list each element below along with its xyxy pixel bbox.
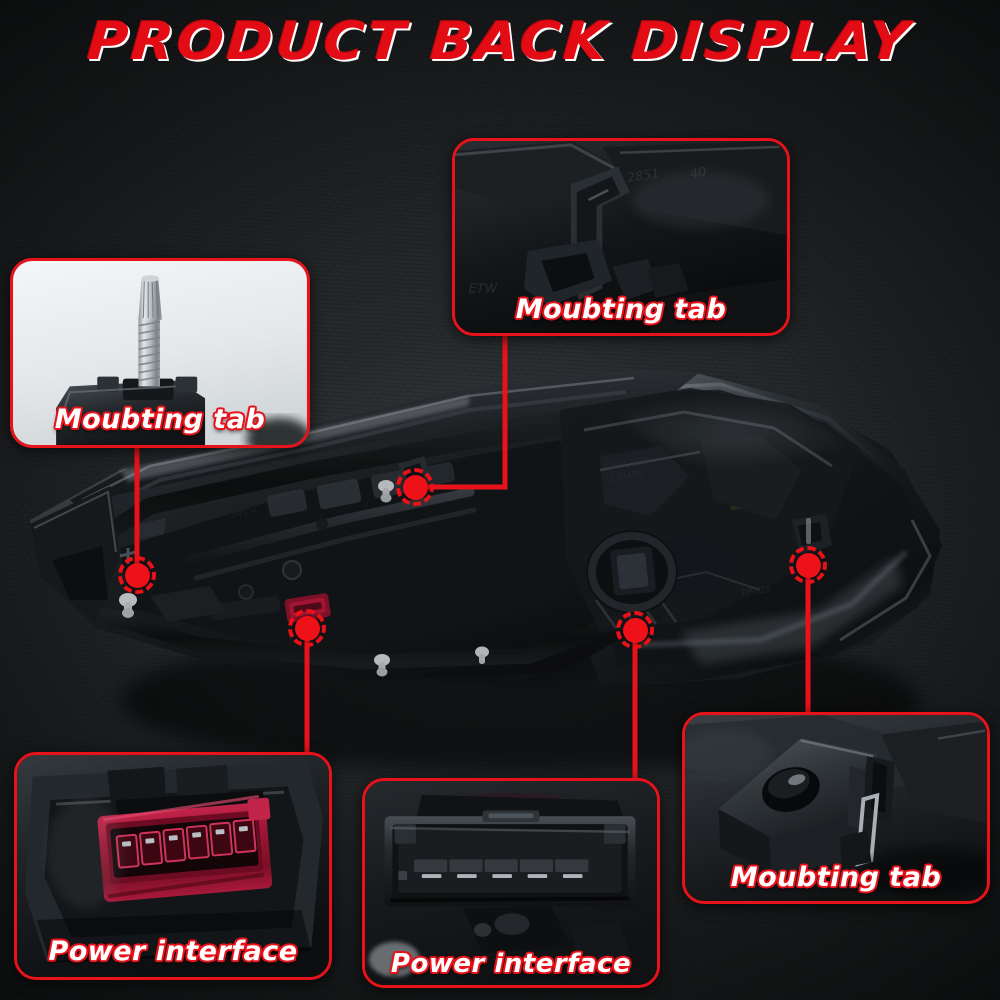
callout-power-interface-mid[interactable]: Power interface (362, 778, 660, 988)
marker-tab-right[interactable] (787, 544, 829, 586)
callout-caption: Moubting tab (515, 294, 727, 325)
marker-bolt[interactable] (116, 554, 158, 596)
marker-power-mid[interactable] (614, 609, 656, 651)
marker-power-left[interactable] (286, 607, 328, 649)
callout-power-interface-left[interactable]: Power interface (14, 752, 332, 980)
page-title-area: PRODUCT BACK DISPLAY (0, 12, 1000, 72)
marker-dot (124, 562, 150, 588)
callout-caption: Power interface (48, 936, 298, 967)
callout-caption: Moubting tab (730, 862, 942, 893)
marker-dot (402, 474, 428, 500)
marker-dot (795, 552, 821, 578)
marker-dot (622, 617, 648, 643)
page-title: PRODUCT BACK DISPLAY (85, 12, 915, 72)
callout-mounting-bolt[interactable]: Moubting tab (10, 258, 310, 448)
callout-caption: Moubting tab (54, 404, 266, 435)
callout-mounting-tab-right[interactable]: Moubting tab (682, 712, 990, 904)
callout-caption: Power interface (390, 949, 632, 979)
marker-tab-top[interactable] (394, 466, 436, 508)
callout-mounting-tab-top[interactable]: 2851 40 ETW Moubting tab (452, 138, 790, 336)
marker-dot (294, 615, 320, 641)
